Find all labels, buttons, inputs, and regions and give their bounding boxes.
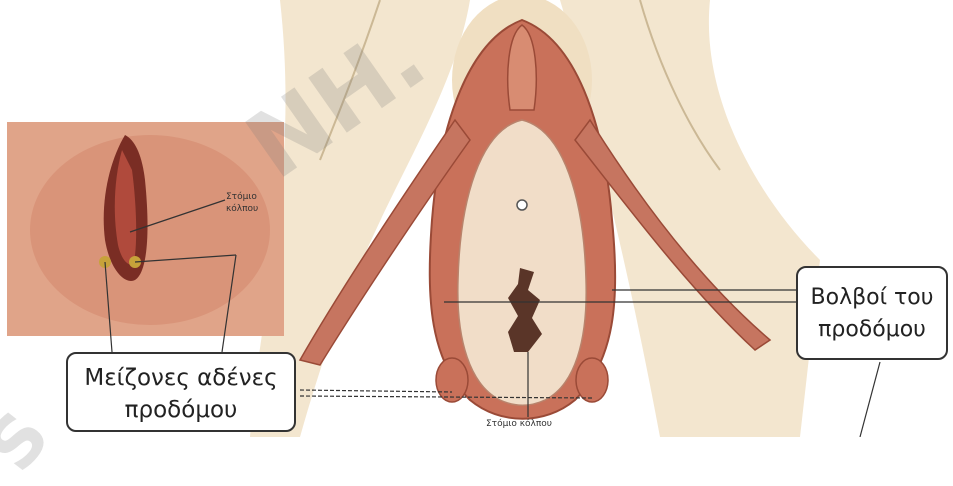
right-gland	[576, 358, 608, 402]
bulbs-callout-line-1: Βολβοί του	[798, 282, 946, 314]
bulbs-callout-line-2: προδόμου	[798, 314, 946, 346]
glands-callout-line-1: Μείζονες αδένες	[68, 362, 294, 394]
inset-vaginal-opening-label: Στόμιο κόλπου	[226, 191, 258, 215]
bottom-vaginal-opening-label: Στόμιο κόλπου	[486, 419, 552, 429]
glands-callout-line-2: προδόμου	[68, 394, 294, 426]
left-gland	[436, 358, 468, 402]
greater-vestibular-glands-callout: Μείζονες αδένες προδόμου	[66, 352, 296, 432]
inset-label-line-2: κόλπου	[226, 203, 258, 215]
urethral-opening	[517, 200, 527, 210]
inset-label-line-1: Στόμιο	[226, 191, 258, 203]
vestibular-bulbs-callout: Βολβοί του προδόμου	[796, 266, 948, 360]
anatomy-diagram: NH. S Στόμιο κόλπου Στόμιο κόλπου Βολβοί…	[0, 0, 953, 437]
inset-illustration	[7, 122, 284, 336]
